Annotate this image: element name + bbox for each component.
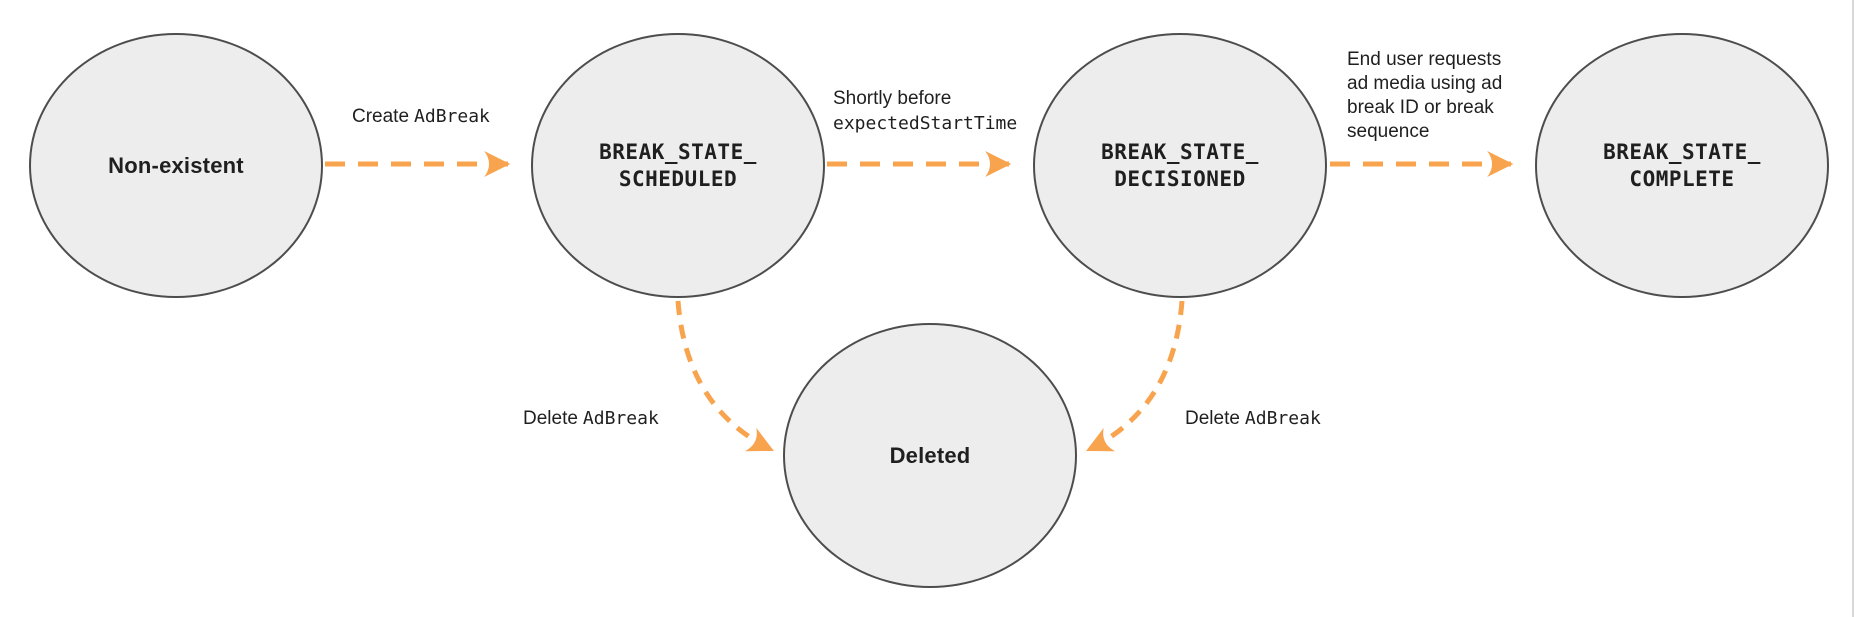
state-non-existent: Non-existent [29,33,323,298]
state-deleted: Deleted [783,323,1077,588]
state-break-state-scheduled: BREAK_STATE_ SCHEDULED [531,33,825,298]
state-label: Deleted [889,442,971,468]
state-break-state-complete: BREAK_STATE_ COMPLETE [1535,33,1829,298]
transition-decision-label: Shortly before expectedStartTime [833,88,1018,134]
state-break-state-decisioned: BREAK_STATE_ DECISIONED [1033,33,1327,298]
page-edge-divider [1852,0,1854,617]
arrow-delete-from-decisioned [1086,300,1185,453]
state-label: BREAK_STATE_ COMPLETE [1603,139,1761,191]
state-label: Non-existent [108,152,244,178]
state-label: BREAK_STATE_ DECISIONED [1101,139,1259,191]
arrow-delete-from-scheduled [675,300,774,453]
transition-complete-label: End user requests ad media using ad brea… [1347,49,1503,142]
state-label: BREAK_STATE_ SCHEDULED [599,139,757,191]
